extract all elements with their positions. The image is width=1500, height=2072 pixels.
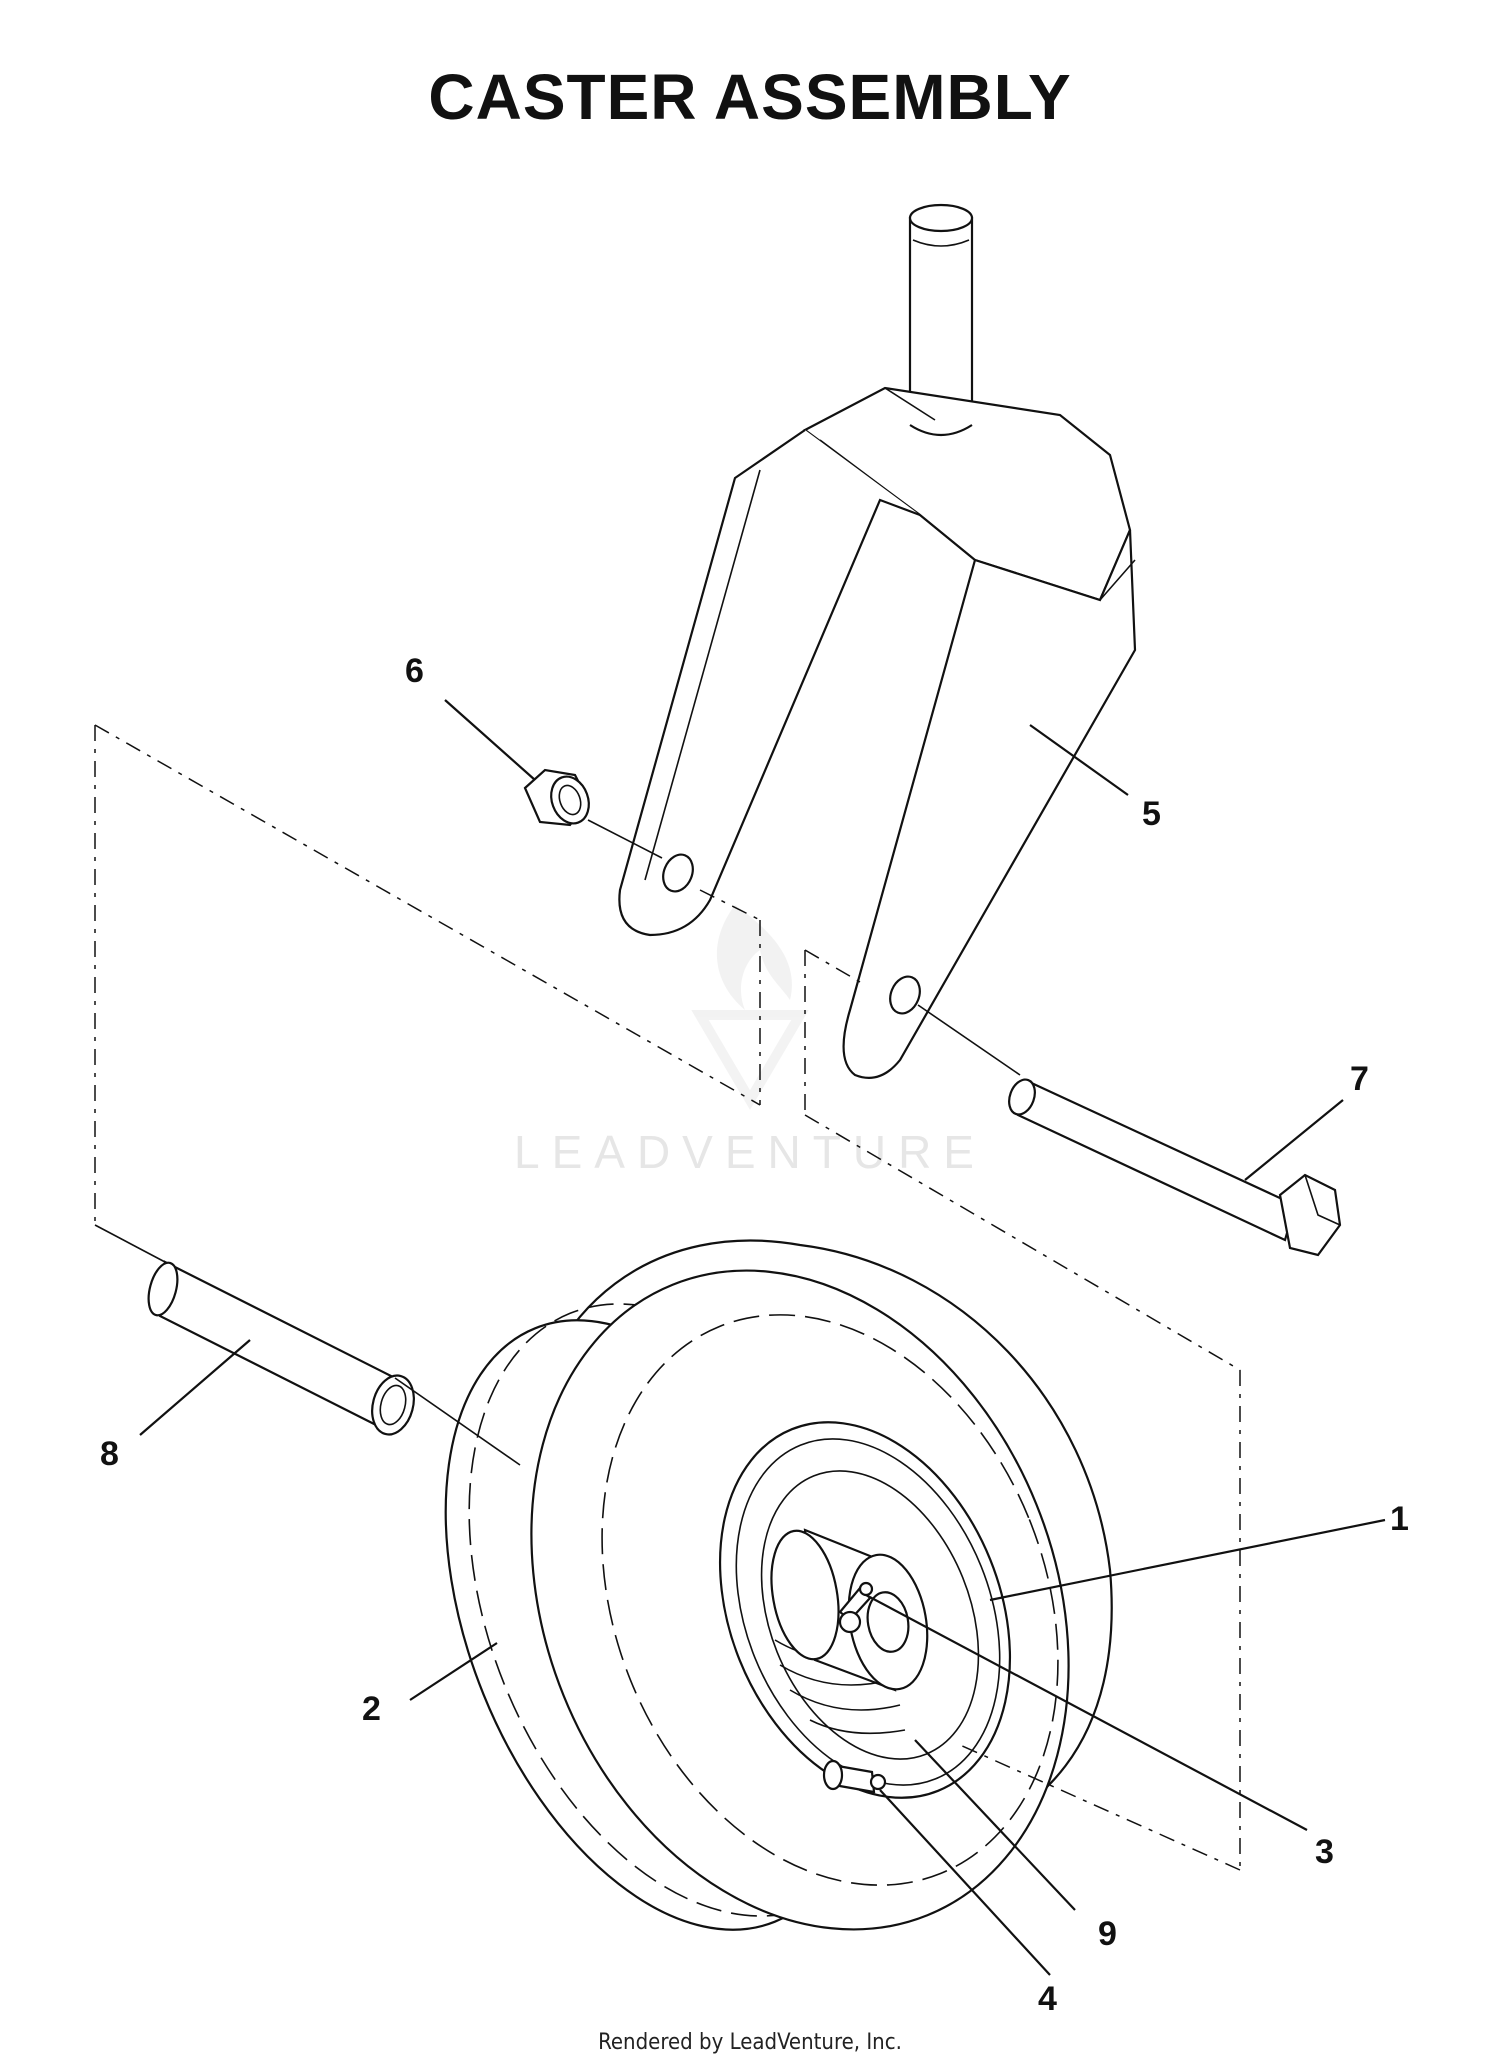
leader-1: [989, 1518, 1386, 1602]
leader-7: [1244, 1099, 1344, 1181]
callout-9: 9: [1098, 1915, 1117, 1953]
fork-stem-top: [908, 203, 974, 233]
spacer-tube: [147, 1260, 415, 1436]
callout-8: 8: [100, 1435, 119, 1473]
leader-2: [409, 1642, 498, 1701]
callout-3: 3: [1315, 1833, 1334, 1871]
callout-1: 1: [1390, 1500, 1409, 1538]
leader-8: [139, 1339, 251, 1436]
tire-sidewall-dash: [601, 1314, 1059, 1886]
leader-9: [914, 1739, 1076, 1911]
leader-5: [1029, 724, 1129, 796]
axle-bolt: [1008, 1078, 1342, 1257]
fork-left-hole: [662, 853, 694, 893]
leader-4: [879, 1789, 1051, 1976]
diagram-title: CASTER ASSEMBLY: [428, 61, 1072, 133]
leader-3: [865, 1594, 1308, 1831]
watermark-text: LEADVENTURE: [514, 1126, 986, 1178]
hub-bore: [866, 1591, 910, 1653]
callout-2: 2: [362, 1690, 381, 1728]
fork-right-leg: [842, 529, 1137, 1079]
leader-lines: [139, 699, 1386, 1976]
callout-4: 4: [1038, 1980, 1057, 2018]
leader-6: [444, 699, 536, 781]
callout-7: 7: [1350, 1060, 1369, 1098]
caster-wheel: [444, 1239, 1113, 1931]
caster-fork: [618, 203, 1137, 1079]
watermark-logo: [691, 905, 809, 1110]
lock-nut: [523, 768, 590, 827]
footer-credit: Rendered by LeadVenture, Inc.: [598, 2030, 902, 2055]
fork-right-hole: [889, 975, 921, 1015]
callout-5: 5: [1142, 795, 1161, 833]
fork-left-leg: [618, 429, 921, 937]
callout-6: 6: [405, 652, 424, 690]
assembly-guide-lines: [94, 724, 1241, 1871]
